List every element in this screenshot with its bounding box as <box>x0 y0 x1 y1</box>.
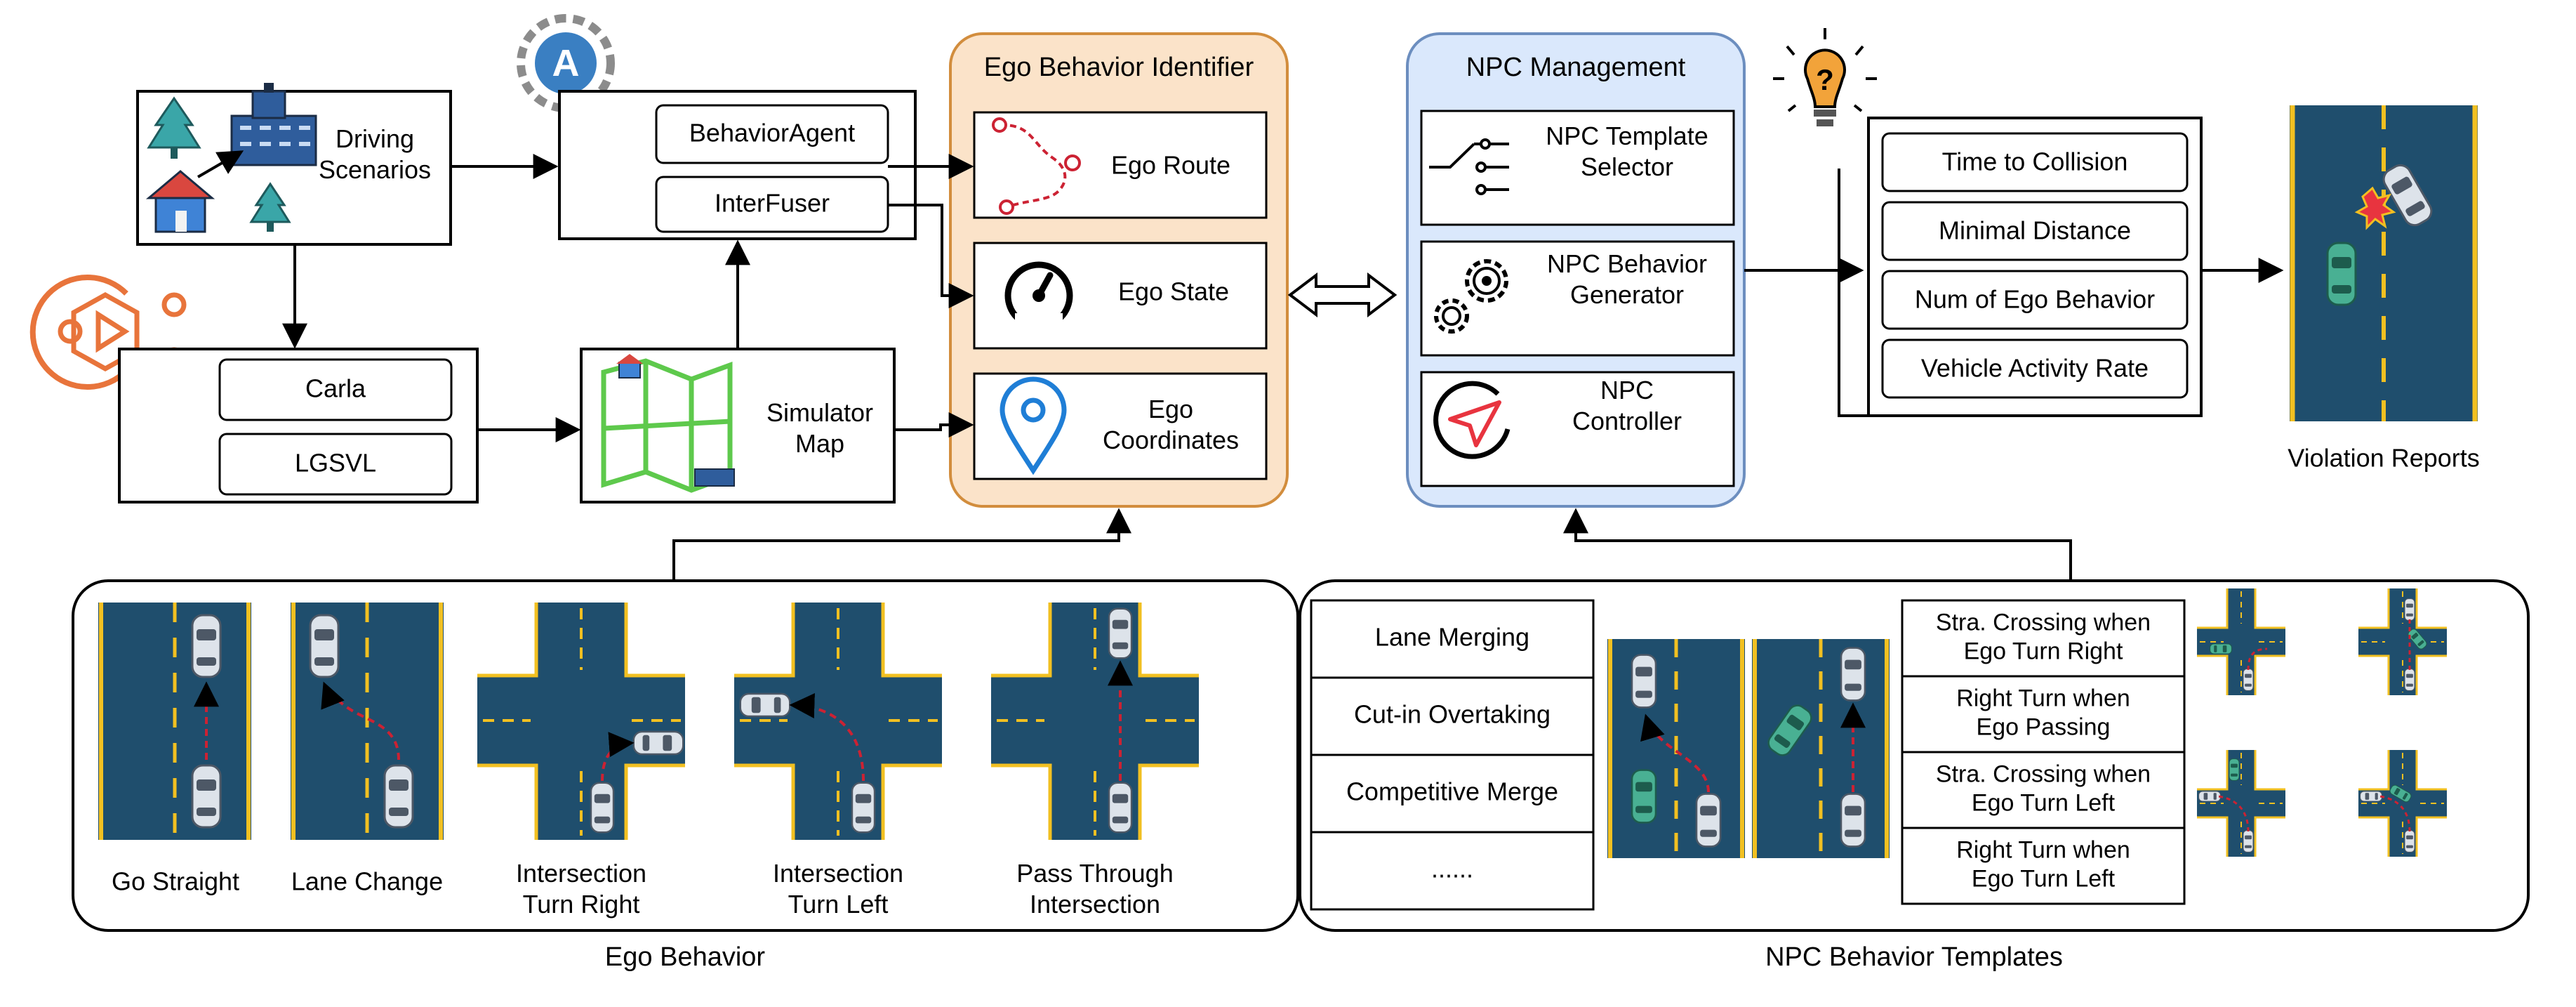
go-straight-scene <box>98 603 251 840</box>
npc-management-title: NPC Management <box>1466 53 1686 82</box>
ego-behavior-title: Ego Behavior <box>605 942 765 972</box>
simulator-lgsvl-label: LGSVL <box>295 449 376 478</box>
agent-behavioragent-label: BehaviorAgent <box>689 119 855 147</box>
simulator-lgsvl <box>218 433 453 496</box>
template-lane-merging: Lane Merging <box>1375 623 1529 652</box>
npc-controller-box <box>1420 371 1735 487</box>
npc-lane-scene-2 <box>1752 639 1890 858</box>
metric-time-to-collision-label: Time to Collision <box>1942 147 2128 176</box>
template-list-table <box>1310 599 1595 911</box>
gears-icon <box>1434 259 1508 334</box>
ego-route-label: Ego Route <box>1111 151 1230 180</box>
template-ellipsis: ...... <box>1431 855 1473 883</box>
metric-vehicle-activity-rate <box>1881 338 2189 399</box>
violation-report-road <box>2290 105 2478 421</box>
agent-behavioragent <box>655 104 889 164</box>
lane-change-scene <box>291 603 444 840</box>
house-icon <box>145 170 215 233</box>
go-straight-label: Go Straight <box>112 867 239 896</box>
metric-time-to-collision <box>1881 132 2189 192</box>
template-competitive-merge: Competitive Merge <box>1346 777 1558 806</box>
pass-through-intersection-scene <box>991 603 1199 840</box>
crossing-template-table <box>1901 599 2186 905</box>
npc-template-selector-box <box>1420 110 1735 226</box>
trees-icon <box>147 96 291 232</box>
simulator-carla <box>218 358 453 421</box>
collision-icon <box>2354 186 2396 230</box>
metric-vehicle-activity-rate-label: Vehicle Activity Rate <box>1921 354 2149 383</box>
route-icon <box>992 117 1081 215</box>
agent-interfuser-label: InterFuser <box>715 189 830 218</box>
ego-identifier-title: Ego Behavior Identifier <box>984 53 1254 82</box>
intersection-turn-right-scene <box>477 603 685 840</box>
violation-reports-label: Violation Reports <box>2288 444 2480 473</box>
ego-state-label: Ego State <box>1118 277 1229 306</box>
metric-num-ego-behavior-label: Num of Ego Behavior <box>1915 285 2155 314</box>
simulator-carla-label: Carla <box>305 374 366 403</box>
lane-change-label: Lane Change <box>291 867 443 896</box>
metric-num-ego-behavior <box>1881 270 2189 330</box>
map-icon <box>601 354 735 493</box>
metric-minimal-distance <box>1881 201 2189 261</box>
factory-icon <box>230 83 317 166</box>
npc-lane-scene-1 <box>1607 639 1745 858</box>
switch-selector-icon <box>1429 138 1509 195</box>
lightbulb-icon: ? <box>1773 28 1877 126</box>
speedometer-icon <box>1004 261 1073 331</box>
intersection-turn-left-scene <box>734 603 942 840</box>
template-cut-in-overtaking: Cut-in Overtaking <box>1354 700 1551 729</box>
svg-text:A: A <box>552 42 580 84</box>
npc-templates-title: NPC Behavior Templates <box>1765 942 2063 972</box>
metric-minimal-distance-label: Minimal Distance <box>1939 216 2131 245</box>
agent-cycle-icon: A <box>517 14 615 112</box>
svg-text:?: ? <box>1816 63 1834 96</box>
simulator-play-icon <box>29 275 187 390</box>
bidirectional-arrow <box>1287 272 1397 318</box>
npc-behavior-generator-box <box>1420 240 1735 357</box>
location-pin-icon <box>1000 376 1067 475</box>
navigation-arrow-icon <box>1433 381 1511 459</box>
